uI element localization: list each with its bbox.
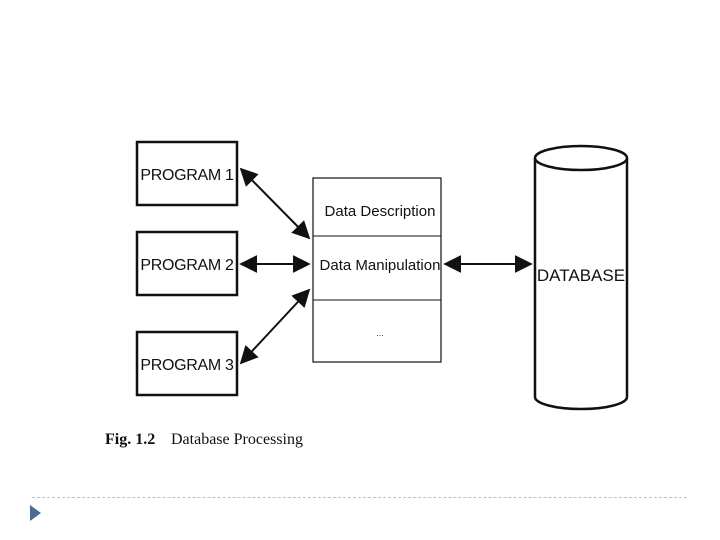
connector-arrows	[239, 167, 533, 365]
figure-title: Database Processing	[171, 431, 303, 448]
triangle-right-icon	[30, 505, 41, 521]
arrow-program3-dbms	[239, 288, 311, 365]
figure-caption: Fig. 1.2 Database Processing	[105, 431, 303, 448]
program-box-2: PROGRAM 2	[135, 230, 239, 297]
dbms-box: Data Description Data Manipulation ...	[312, 177, 442, 363]
slide-divider	[32, 497, 687, 498]
program-box-1: PROGRAM 1	[135, 140, 239, 207]
program-label-1: PROGRAM 1	[140, 167, 234, 184]
database-cylinder: DATABASE	[533, 144, 629, 411]
data-manipulation-label: Data Manipulation	[320, 257, 441, 274]
program-label-3: PROGRAM 3	[140, 357, 234, 374]
database-label: DATABASE	[537, 266, 625, 285]
arrow-program1-dbms	[239, 167, 311, 240]
program-box-3: PROGRAM 3	[135, 330, 239, 397]
program-label-2: PROGRAM 2	[140, 257, 234, 274]
figure-number: Fig. 1.2	[105, 431, 155, 448]
more-rows-label: ...	[376, 328, 384, 338]
data-description-label: Data Description	[325, 203, 436, 220]
